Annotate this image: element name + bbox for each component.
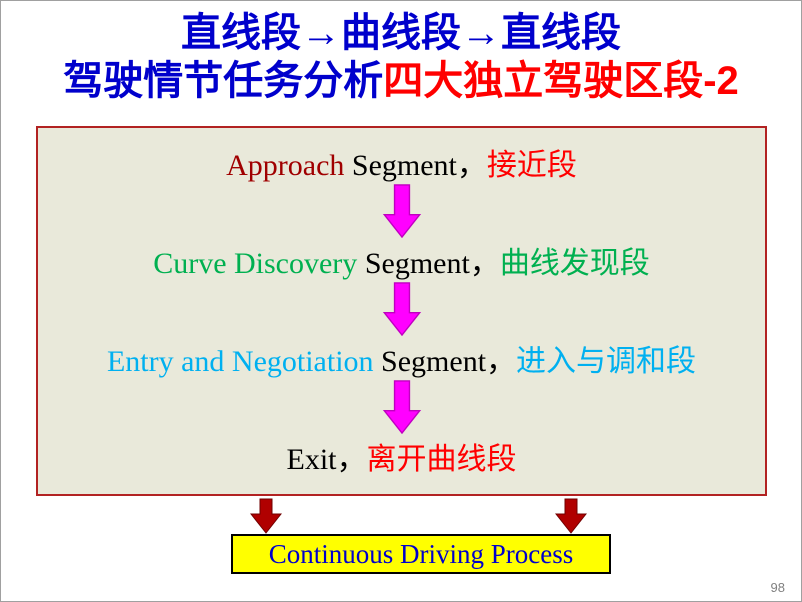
- flow-step-exit-zh: 离开曲线段: [366, 443, 517, 476]
- continuous-driving-banner-label: Continuous Driving Process: [268, 538, 574, 569]
- flow-step-approach-zh: 接近段: [486, 149, 577, 182]
- title-line-1: 直线段→曲线段→直线段: [181, 11, 621, 55]
- down-arrow-icon: [382, 282, 421, 336]
- title-line2-blue-text: 驾驶情节任务分析: [63, 59, 384, 103]
- flow-step-curve-discovery-mid: Segment，: [364, 247, 500, 280]
- flow-step-entry-negotiation: Entry and Negotiation Segment，进入与调和段: [107, 336, 696, 380]
- flow-step-entry-negotiation-en: Entry and Negotiation: [106, 345, 382, 378]
- title-line-2: 驾驶情节任务分析四大独立驾驶区段-2: [1, 57, 801, 105]
- down-arrow-icon: [555, 498, 587, 534]
- slide-title: 直线段→曲线段→直线段 驾驶情节任务分析四大独立驾驶区段-2: [1, 9, 801, 105]
- flow-step-approach: Approach Segment，接近段: [226, 140, 577, 184]
- down-arrow-icon: [382, 184, 421, 238]
- flow-step-approach-mid: Segment，: [351, 149, 487, 182]
- flow-step-curve-discovery-en: Curve Discovery: [153, 247, 365, 280]
- down-arrow-icon: [250, 498, 282, 534]
- flow-step-exit: Exit，离开曲线段: [287, 434, 517, 478]
- flow-step-curve-discovery: Curve Discovery Segment，曲线发现段: [153, 238, 650, 282]
- flow-step-approach-en: Approach: [226, 149, 352, 182]
- flow-step-entry-negotiation-zh: 进入与调和段: [516, 345, 697, 378]
- continuous-driving-banner: Continuous Driving Process: [231, 534, 611, 574]
- flow-step-entry-negotiation-mid: Segment，: [381, 345, 517, 378]
- flow-step-curve-discovery-zh: 曲线发现段: [499, 247, 650, 280]
- flow-step-exit-mid: Exit，: [286, 443, 367, 476]
- flow-diagram-box: Approach Segment，接近段 Curve Discovery Seg…: [36, 126, 767, 496]
- title-line2-red-text: 四大独立驾驶区段-2: [383, 59, 739, 103]
- down-arrow-icon: [382, 380, 421, 434]
- page-number: 98: [770, 580, 785, 595]
